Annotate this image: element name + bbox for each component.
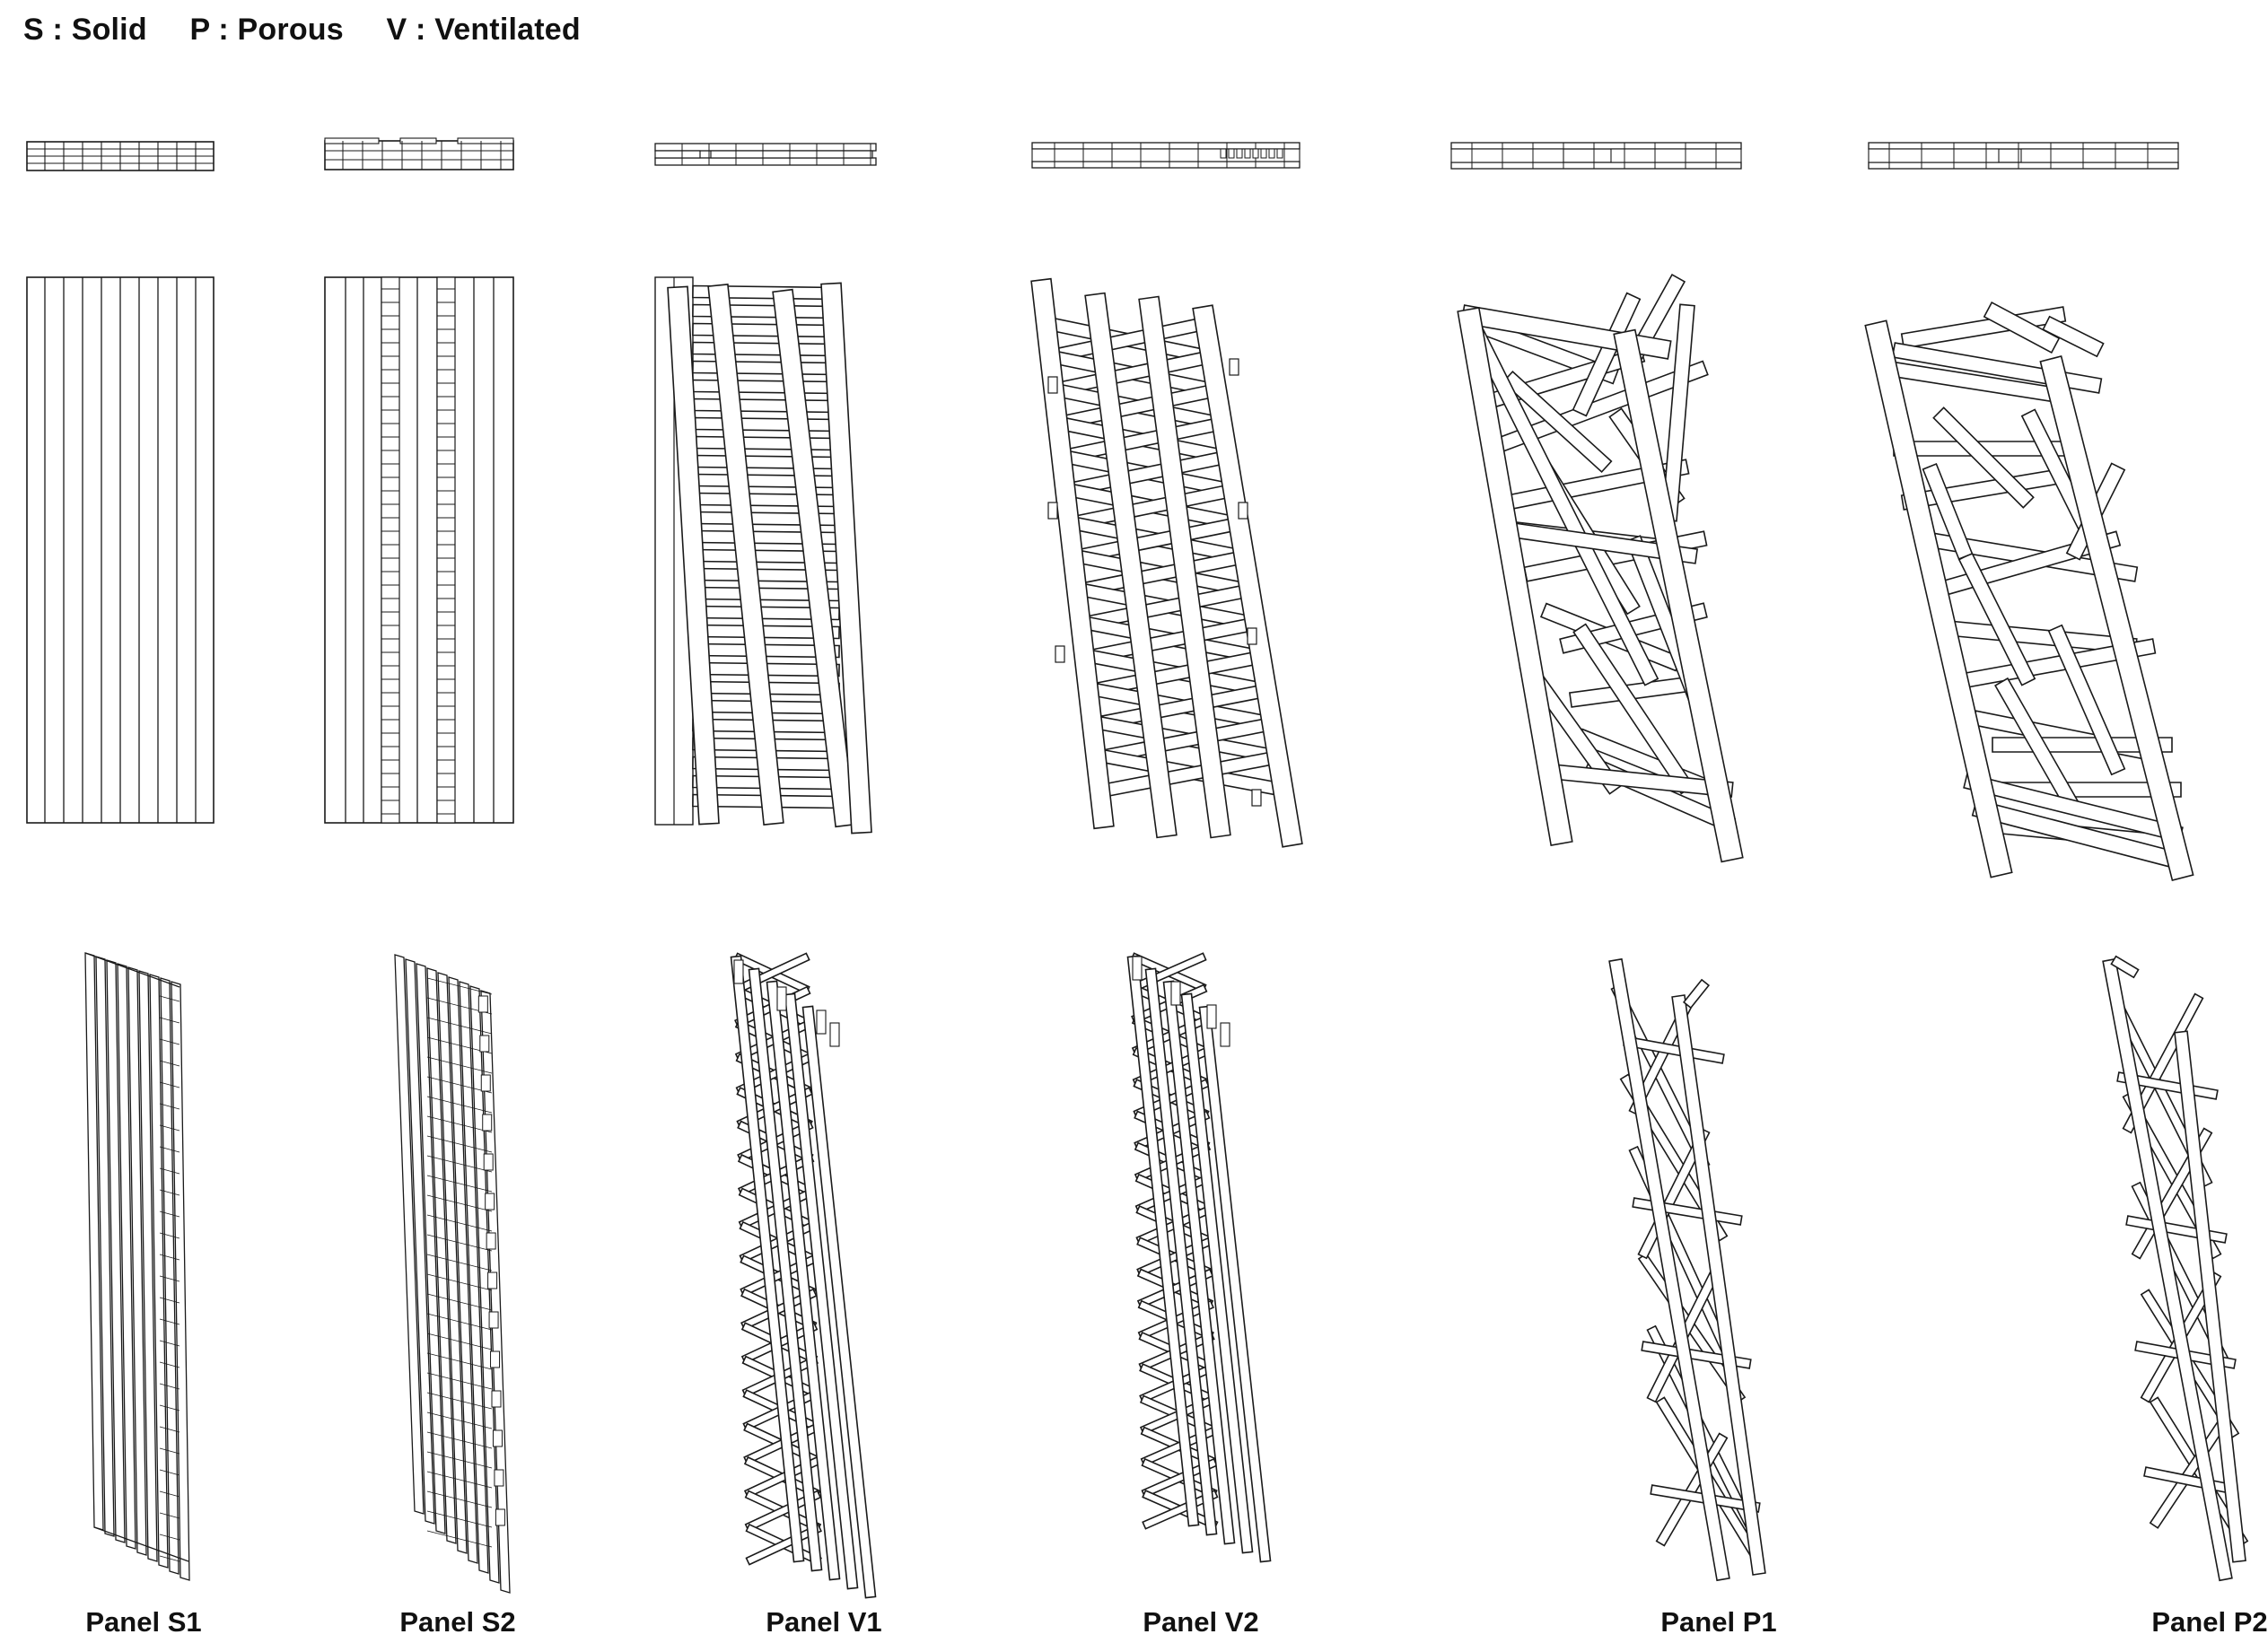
elevation-view-p2 bbox=[1864, 302, 2194, 881]
legend: S : Solid P : Porous V : Ventilated bbox=[23, 13, 615, 48]
axon-view-v2 bbox=[1126, 952, 1272, 1563]
label-panel-p1: Panel P1 bbox=[1660, 1606, 1777, 1638]
plan-view-p2 bbox=[1868, 142, 2179, 170]
plan-view-v2 bbox=[1031, 142, 1300, 169]
elevation-view-v2 bbox=[1030, 277, 1303, 848]
plan-view-v1 bbox=[654, 143, 877, 166]
plan-view-s2 bbox=[324, 137, 514, 170]
label-panel-v1: Panel V1 bbox=[766, 1606, 882, 1638]
axon-view-p2 bbox=[2102, 955, 2249, 1582]
elevation-view-p1 bbox=[1457, 274, 1744, 863]
elevation-view-v1 bbox=[654, 276, 872, 835]
elevation-view-s1 bbox=[26, 276, 215, 824]
label-panel-s1: Panel S1 bbox=[85, 1606, 202, 1638]
axon-view-s2 bbox=[394, 954, 511, 1594]
plan-views-row bbox=[26, 137, 2179, 171]
label-panel-v2: Panel V2 bbox=[1143, 1606, 1259, 1638]
legend-porous: P : Porous bbox=[189, 13, 344, 47]
label-panel-p2: Panel P2 bbox=[2151, 1606, 2268, 1638]
axon-view-s1 bbox=[84, 952, 190, 1581]
axon-view-p1 bbox=[1608, 957, 1766, 1582]
legend-ventilated: V : Ventilated bbox=[386, 13, 581, 47]
label-panel-s2: Panel S2 bbox=[399, 1606, 516, 1638]
axonometric-views-row bbox=[84, 952, 2249, 1599]
plan-view-s1 bbox=[26, 141, 215, 171]
axon-view-v1 bbox=[730, 952, 877, 1599]
elevation-view-s2 bbox=[324, 276, 514, 824]
legend-solid: S : Solid bbox=[23, 13, 147, 47]
elevation-views-row bbox=[26, 274, 2194, 881]
plan-view-p1 bbox=[1450, 142, 1742, 170]
